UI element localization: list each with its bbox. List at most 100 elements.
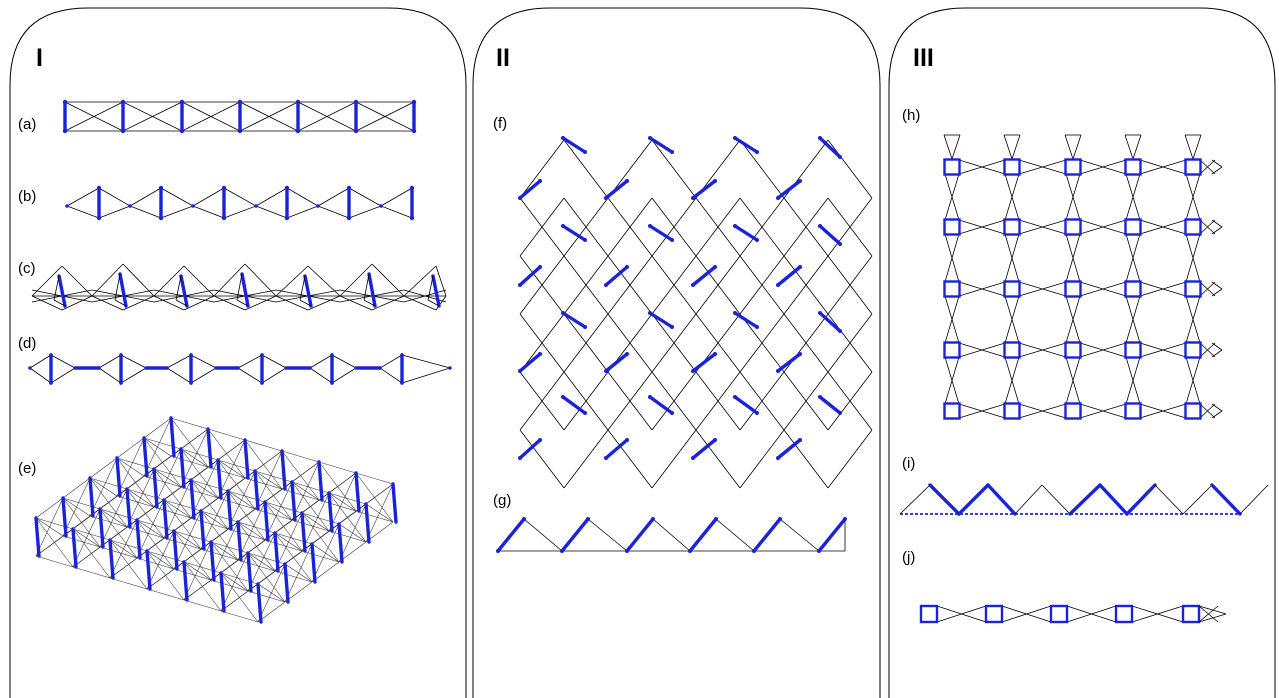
node (755, 411, 759, 415)
rigid-member (604, 265, 629, 287)
node (400, 381, 404, 385)
node (798, 265, 802, 269)
bar (237, 501, 266, 561)
node (691, 196, 695, 200)
rigid-square (1064, 402, 1082, 420)
bar (207, 439, 246, 468)
bar (220, 572, 259, 585)
bar (936, 605, 987, 623)
lattice-d (28, 353, 452, 385)
bar (783, 197, 829, 257)
rigid-member (928, 483, 961, 516)
node (776, 369, 780, 373)
rigid-square (1064, 218, 1082, 236)
node (713, 179, 717, 183)
rigid-member (518, 438, 542, 460)
bar (143, 475, 182, 488)
rigid-member (733, 311, 759, 329)
bar (1211, 342, 1223, 351)
node (798, 438, 802, 442)
bar (264, 501, 303, 514)
node (670, 325, 674, 329)
node (28, 366, 32, 370)
node (189, 381, 193, 385)
bar (291, 461, 320, 521)
bar (365, 483, 394, 543)
node (583, 325, 587, 329)
node (583, 238, 587, 242)
bar (328, 530, 367, 543)
bar (146, 588, 185, 601)
rigid-member (604, 352, 629, 373)
rigid-square (1124, 158, 1142, 176)
bar (166, 354, 192, 369)
bar (328, 510, 357, 532)
label-e: (e) (18, 460, 36, 477)
node (838, 242, 842, 246)
bar (291, 481, 330, 494)
bar (286, 205, 319, 219)
bar (227, 508, 256, 530)
bar (1124, 134, 1134, 160)
node (378, 366, 382, 370)
node (752, 549, 756, 553)
bar (328, 492, 367, 505)
rigid-member (216, 458, 223, 500)
bar (254, 450, 283, 510)
rigid-member (364, 502, 371, 544)
bar (380, 205, 413, 219)
bar (355, 101, 415, 132)
node (62, 99, 68, 105)
bar (220, 610, 259, 623)
bar (1132, 134, 1142, 160)
bar (29, 354, 52, 369)
bar (220, 552, 249, 612)
panel-III-border (888, 7, 1276, 698)
bar (99, 526, 128, 548)
rigid-member (688, 517, 718, 553)
bar (318, 461, 357, 474)
bar (1001, 605, 1052, 623)
node (538, 265, 542, 269)
bar (183, 541, 212, 601)
bar (254, 508, 293, 521)
bar (126, 506, 155, 528)
node (400, 353, 404, 357)
rigid-member (145, 549, 152, 591)
bar (607, 255, 653, 315)
node (179, 128, 185, 134)
bar (210, 521, 239, 581)
bar (435, 295, 447, 311)
bar (146, 530, 175, 590)
bar (217, 497, 256, 510)
bar (307, 265, 341, 297)
node (561, 311, 565, 315)
bar (114, 299, 127, 307)
node (670, 411, 674, 415)
bar (331, 367, 357, 384)
rigid-member (290, 480, 297, 522)
bar (427, 275, 434, 301)
bar (317, 205, 350, 219)
bar (301, 530, 330, 552)
label-j: (j) (902, 549, 915, 566)
rigid-square (943, 402, 961, 420)
rigid-member (240, 272, 250, 308)
bar (401, 354, 451, 369)
rigid-member (561, 311, 587, 329)
bar (338, 541, 367, 563)
bar (175, 299, 188, 307)
bar (236, 299, 249, 307)
rigid-square (1003, 402, 1021, 420)
rigid-member (179, 274, 189, 308)
node (119, 353, 123, 357)
bar (607, 197, 653, 257)
node (189, 353, 193, 357)
bar (1211, 226, 1223, 235)
node (818, 224, 822, 228)
node (353, 99, 359, 105)
node (843, 517, 847, 521)
bar (163, 517, 192, 539)
bar (1079, 219, 1127, 235)
